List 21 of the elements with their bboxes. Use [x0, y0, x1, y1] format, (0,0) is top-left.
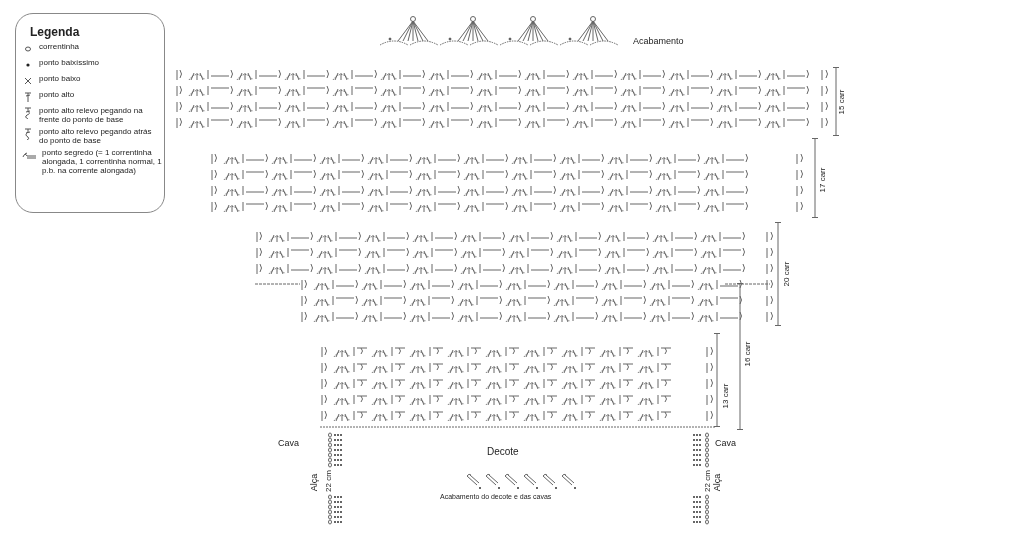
chart-label: Legenda: [30, 26, 80, 38]
rotated-label: Alça: [713, 473, 723, 492]
legend-text: ponto baixo: [39, 74, 81, 83]
rotated-label: 22 cm: [703, 470, 712, 492]
rotated-label: 22 cm: [324, 470, 333, 492]
legend-text: ponto alto: [39, 90, 75, 99]
rotated-label: 20 carr: [783, 261, 792, 287]
legend-text: ponto alto relevo pegando na frente do ponto de base: [39, 106, 144, 124]
chart-label: Cava: [278, 439, 299, 448]
chart-label: Acabamento: [633, 37, 684, 46]
rotated-label: 16 carr: [744, 341, 753, 367]
rotated-label: 15 carr: [838, 89, 847, 115]
legend-text: ponto segredo (= 1 correntinha alongada, 1 correntinha normal, 1 p.b. na corrente alongada): [42, 148, 162, 175]
legend-text: ponto baixíssimo: [39, 58, 100, 67]
legend-text: correntinha: [39, 42, 80, 51]
legend-text: ponto alto relevo pegando atrás do ponto de base: [39, 127, 153, 145]
rotated-label: 13 carr: [722, 383, 731, 409]
chart-label: Cava: [715, 439, 736, 448]
chart-label: Decote: [487, 447, 519, 457]
rotated-label: Alça: [310, 473, 320, 492]
rotated-label: 17 carr: [819, 167, 828, 193]
